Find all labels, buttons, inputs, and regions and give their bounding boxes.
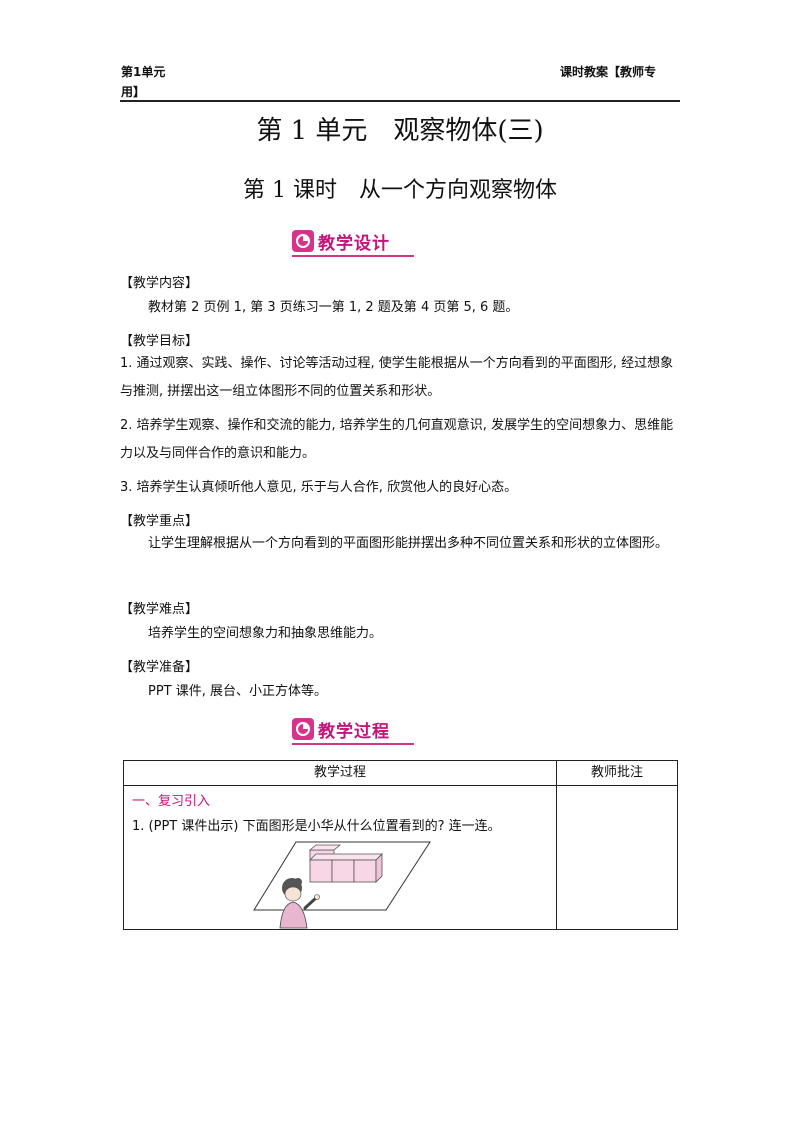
- swirl-logo-icon: [292, 230, 314, 252]
- goal-heading: 【教学目标】: [120, 334, 199, 349]
- goal-item-1: 1. 通过观察、实践、操作、讨论等活动过程, 使学生能根据从一个方向看到的平面图…: [120, 356, 674, 399]
- banner-underline: [292, 255, 414, 257]
- swirl-logo-icon: [292, 718, 314, 740]
- prep-heading: 【教学准备】: [120, 660, 199, 675]
- page-subtitle: 第 1 课时 从一个方向观察物体: [243, 178, 557, 203]
- content-text: 教材第 2 页例 1, 第 3 页练习一第 1, 2 题及第 4 页第 5, 6…: [148, 300, 519, 315]
- prep-text: PPT 课件, 展台、小正方体等。: [148, 684, 328, 699]
- teaching-design-banner: 教学设计: [292, 228, 414, 258]
- cubes-observation-illustration: [253, 841, 431, 929]
- header-divider: [120, 100, 680, 102]
- content-heading: 【教学内容】: [120, 276, 199, 291]
- question-text: 1. (PPT 课件出示) 下面图形是小华从什么位置看到的? 连一连。: [132, 819, 501, 834]
- part-heading: 一、复习引入: [132, 794, 211, 809]
- page-title: 第 1 单元 观察物体(三): [256, 116, 544, 146]
- notes-cell: [556, 785, 678, 930]
- table-header-notes: 教师批注: [556, 760, 678, 786]
- banner-label: 教学设计: [318, 234, 390, 254]
- difficulty-text: 培养学生的空间想象力和抽象思维能力。: [148, 626, 383, 641]
- table-header-process: 教学过程: [123, 760, 557, 786]
- key-heading: 【教学重点】: [120, 514, 199, 529]
- key-text: 让学生理解根据从一个方向看到的平面图形能拼摆出多种不同位置关系和形状的立体图形。: [148, 536, 669, 551]
- goal-item-2: 2. 培养学生观察、操作和交流的能力, 培养学生的几何直观意识, 发展学生的空间…: [120, 418, 674, 461]
- header-doc-type: 课时教案【教师专: [560, 65, 657, 79]
- banner-label: 教学过程: [318, 722, 390, 742]
- difficulty-heading: 【教学难点】: [120, 602, 199, 617]
- header-unit-label: 第1单元用】: [121, 65, 166, 99]
- teaching-process-banner: 教学过程: [292, 716, 414, 746]
- banner-underline: [292, 743, 414, 745]
- goal-item-3: 3. 培养学生认真倾听他人意见, 乐于与人合作, 欣赏他人的良好心态。: [120, 480, 518, 495]
